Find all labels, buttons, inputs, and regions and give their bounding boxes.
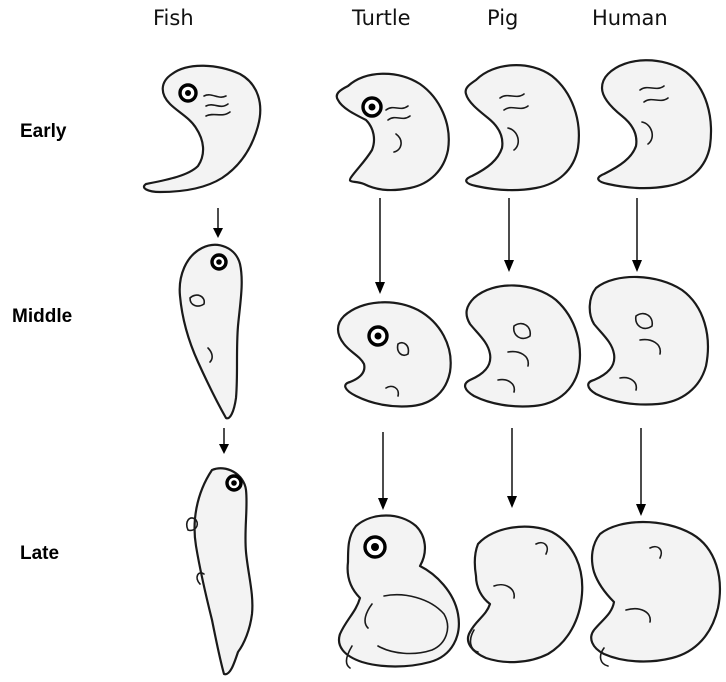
fish-early-embryo [144,66,260,192]
pig-late-embryo [468,527,582,662]
pig-early-embryo [466,65,579,190]
human-middle-embryo [588,277,708,405]
fish-late-embryo [187,468,253,674]
turtle-late-embryo [339,516,459,669]
turtle-early-embryo [337,74,449,190]
arrow-turtle-middle-late [378,432,388,510]
arrow-fish-early-middle [213,208,223,238]
arrow-human-early-middle [632,198,642,272]
arrow-pig-middle-late [507,428,517,508]
arrow-fish-middle-late [219,428,229,454]
human-late-embryo [591,522,720,666]
arrow-turtle-early-middle [375,198,385,294]
human-early-embryo [598,60,711,188]
pig-middle-embryo [465,285,580,406]
arrow-human-middle-late [636,428,646,516]
arrow-pig-early-middle [504,198,514,272]
turtle-middle-embryo [338,302,451,406]
fish-middle-embryo [180,245,242,418]
